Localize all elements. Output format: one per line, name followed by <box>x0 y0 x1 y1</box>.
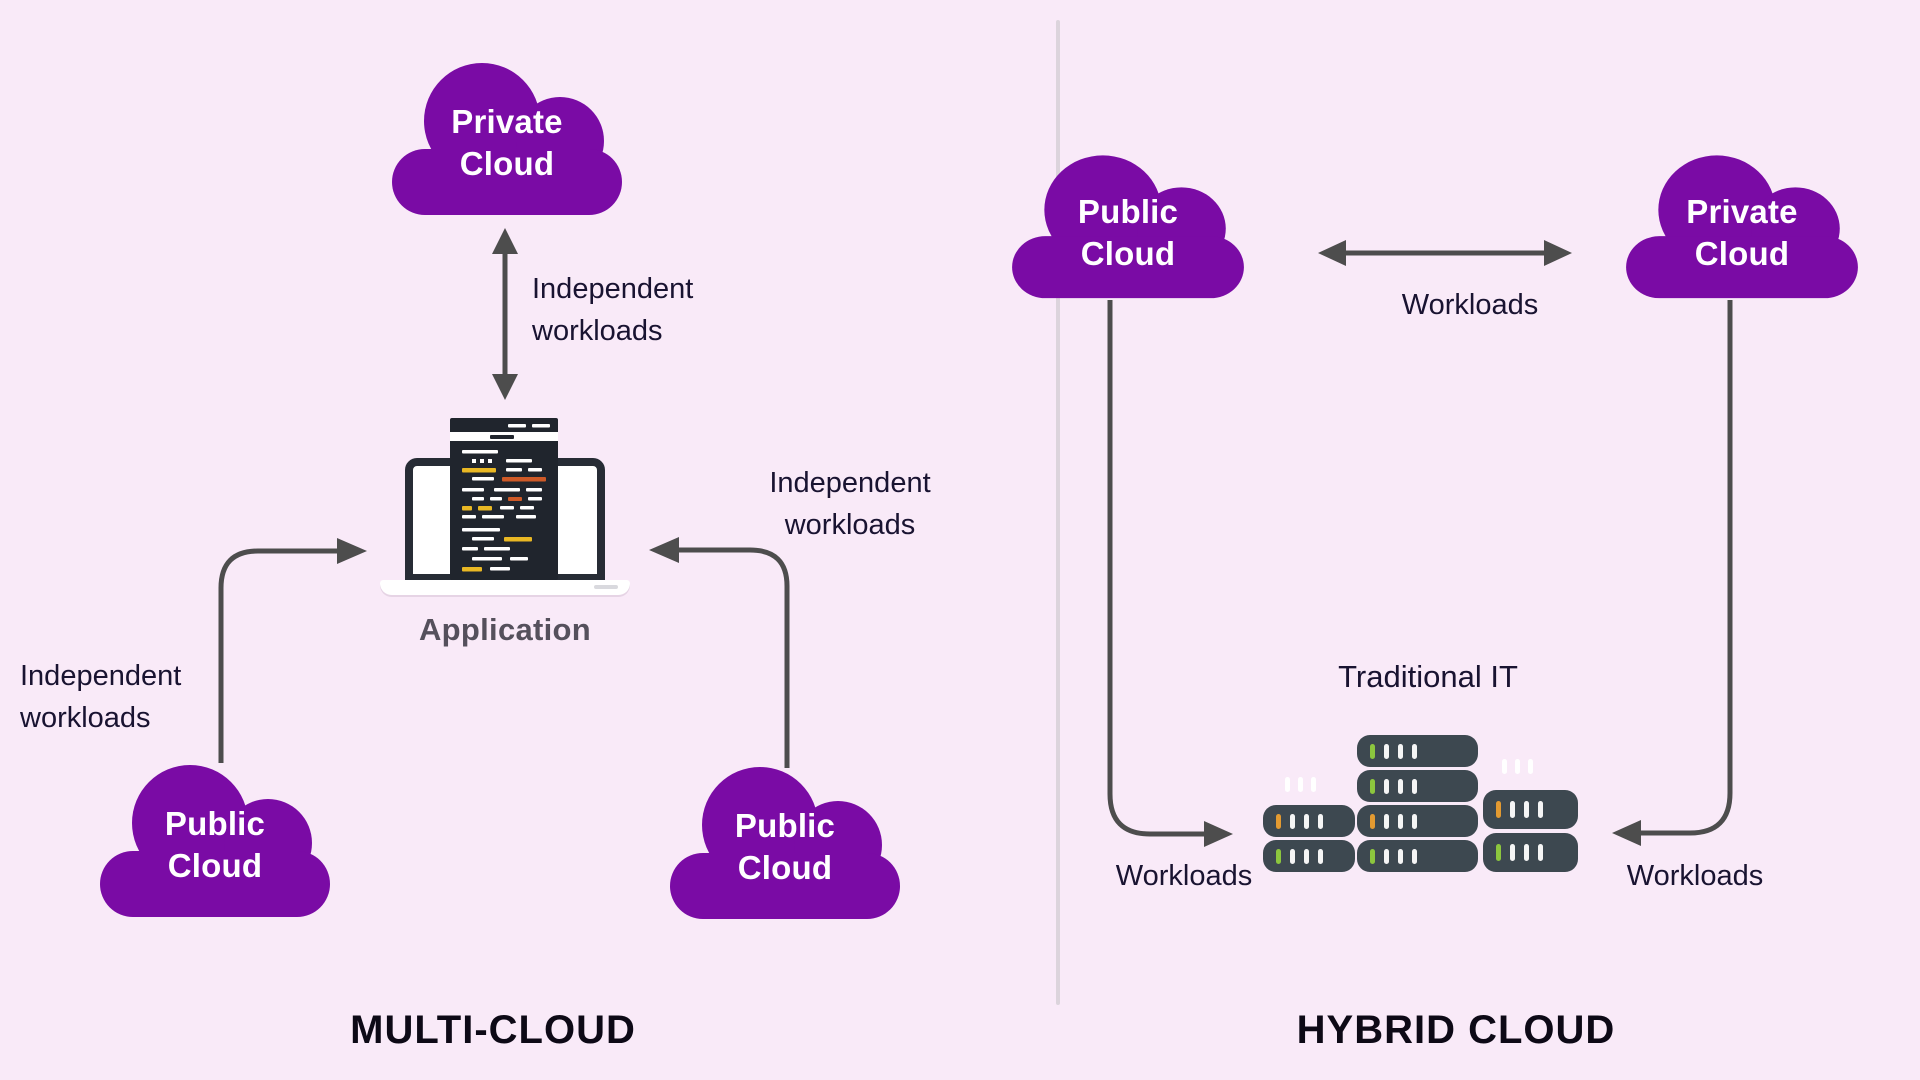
server-unit <box>1357 805 1478 837</box>
cloud-label: Public Cloud <box>90 803 340 887</box>
cloud-label-line1: Public <box>734 806 836 844</box>
cloud-label: Private Cloud <box>382 101 632 185</box>
cloud-label-line1: Public <box>1077 192 1179 230</box>
label-independent-workloads-right: Independent workloads <box>750 462 950 546</box>
server-vent-dashes-left <box>1285 777 1316 792</box>
cloud-label-line1: Public <box>164 804 266 842</box>
cloud-label-line1: Private <box>451 102 563 140</box>
label-line2: workloads <box>532 315 663 347</box>
application-laptop-icon <box>380 415 630 660</box>
server-unit <box>1357 840 1478 872</box>
server-vent-dashes-right <box>1502 759 1533 774</box>
cloud-label-line2: Cloud <box>737 848 833 886</box>
label-workloads-between: Workloads <box>1401 289 1539 321</box>
cloud-icon <box>1012 155 1244 299</box>
code-window-icon <box>450 418 558 580</box>
laptop-base <box>380 580 630 595</box>
cloud-icon <box>100 765 330 917</box>
traditional-it-label: Traditional IT <box>1338 659 1518 694</box>
cloud-label-line2: Cloud <box>1080 234 1176 272</box>
cloud-label: Public Cloud <box>1002 191 1254 275</box>
panel-divider <box>1056 20 1060 1005</box>
cloud-label: Private Cloud <box>1616 191 1868 275</box>
label-line1: Independent <box>769 467 931 499</box>
cloud-label: Public Cloud <box>660 805 910 889</box>
server-unit <box>1263 840 1355 872</box>
multi-public-cloud-right: Public Cloud <box>660 757 910 922</box>
label-independent-workloads-top: Independent workloads <box>532 268 693 352</box>
server-unit <box>1263 805 1355 837</box>
server-unit <box>1357 735 1478 767</box>
hybrid-cloud-title: HYBRID CLOUD <box>1296 1008 1616 1052</box>
cloud-label-line1: Private <box>1686 192 1798 230</box>
label-line1: Independent <box>20 660 182 692</box>
multi-cloud-title: MULTI-CLOUD <box>350 1008 636 1052</box>
multi-private-cloud: Private Cloud <box>382 53 632 218</box>
hybrid-private-cloud: Private Cloud <box>1616 146 1868 301</box>
label-workloads-right: Workloads <box>1626 860 1764 892</box>
label-workloads-left: Workloads <box>1115 860 1253 892</box>
arrow-public-private-workloads <box>1318 240 1572 266</box>
label-line2: workloads <box>784 509 916 541</box>
cloud-icon <box>392 63 622 215</box>
server-unit <box>1483 833 1578 872</box>
hybrid-public-cloud: Public Cloud <box>1002 146 1254 301</box>
multi-public-cloud-left: Public Cloud <box>90 755 340 920</box>
arrow-public-right-application <box>649 537 790 768</box>
cloud-icon <box>670 767 900 919</box>
cloud-label-line2: Cloud <box>167 846 263 884</box>
arrow-private-traditional-it <box>1612 300 1733 846</box>
cloud-label-line2: Cloud <box>459 144 555 182</box>
cloud-label-line2: Cloud <box>1694 234 1790 272</box>
arrow-private-cloud-application <box>492 228 518 400</box>
application-label: Application <box>418 612 592 647</box>
cloud-icon <box>1626 155 1858 299</box>
laptop-base-notch <box>594 585 618 589</box>
arrow-public-left-application <box>218 538 367 763</box>
label-independent-workloads-left: Independent workloads <box>20 655 181 739</box>
server-unit <box>1357 770 1478 802</box>
server-unit <box>1483 790 1578 829</box>
label-line1: Independent <box>532 273 694 305</box>
arrow-public-traditional-it <box>1107 300 1233 847</box>
label-line2: workloads <box>20 702 151 734</box>
